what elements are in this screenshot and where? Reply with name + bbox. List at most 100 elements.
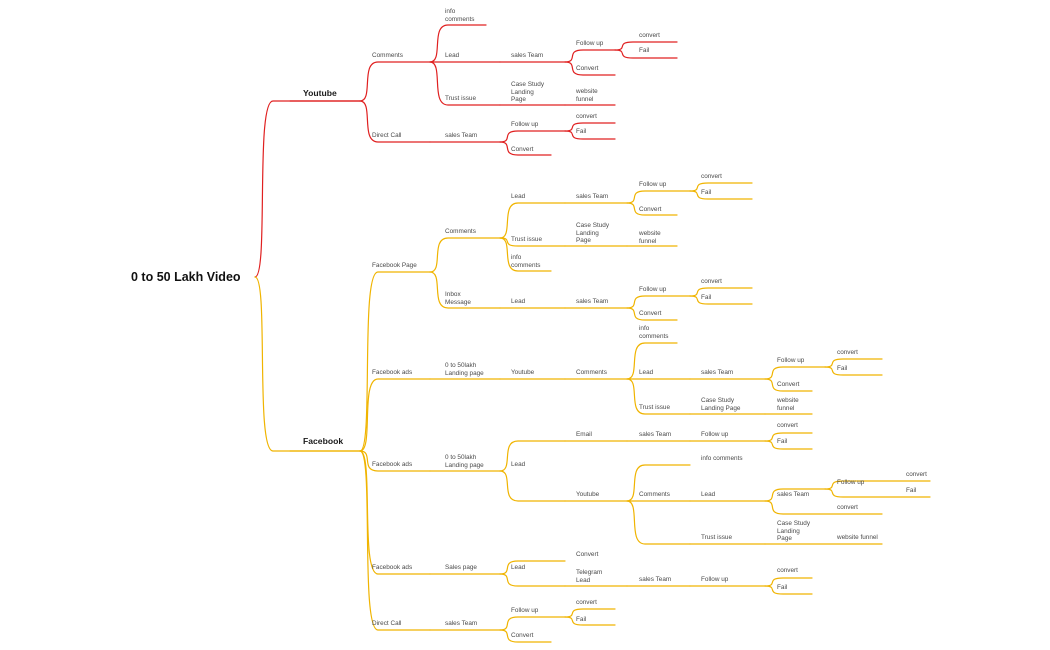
connector-line	[429, 271, 501, 309]
fb-ads2-trust-issue[interactable]: Trust issue	[701, 534, 733, 541]
fb-ads2-website-funnel[interactable]: website funnel	[837, 534, 878, 541]
yt-sales-team[interactable]: sales Team	[511, 52, 544, 59]
fb-ads1-landing[interactable]: 0 to 50lakh Landing page	[445, 362, 484, 377]
fb-dc-fail[interactable]: Fail	[576, 616, 587, 623]
fb-page-inbox-sales-team[interactable]: sales Team	[576, 298, 609, 305]
fb-page-sales-team[interactable]: sales Team	[576, 193, 609, 200]
yt-dc-convert-b[interactable]: Convert	[511, 146, 534, 153]
topic-facebook[interactable]: Facebook	[303, 436, 344, 446]
fb-ads3[interactable]: Facebook ads	[372, 564, 413, 571]
fb-ads2-email-fail[interactable]: Fail	[777, 438, 788, 445]
fb-ads2-landing[interactable]: 0 to 50lakh Landing page	[445, 454, 484, 469]
yt-website-funnel[interactable]: website funnel	[576, 88, 598, 103]
fb-ads1-youtube[interactable]: Youtube	[511, 369, 535, 376]
fb-page-info-comments[interactable]: info comments	[511, 254, 541, 269]
fb-ads2-yt-fail[interactable]: Fail	[906, 487, 917, 494]
fb-direct-call[interactable]: Direct Call	[372, 620, 402, 627]
fb-ads2-email-follow-up[interactable]: Follow up	[701, 431, 729, 438]
fb-page-lead[interactable]: Lead	[511, 193, 526, 200]
fb-page-inbox-convert-a[interactable]: convert	[701, 278, 722, 285]
fb-ads2-yt-sales-team[interactable]: sales Team	[777, 491, 810, 498]
fb-ads2-yt-convert-a[interactable]: convert	[906, 471, 927, 478]
yt-convert-b[interactable]: Convert	[576, 65, 599, 72]
yt-dc-convert-a[interactable]: convert	[576, 113, 597, 120]
root-to-facebook	[254, 276, 361, 452]
yt-info-comments[interactable]: info comments	[445, 8, 475, 23]
yt-dc-sales-team[interactable]: sales Team	[445, 132, 478, 139]
fb-ads3-sales-team[interactable]: sales Team	[639, 576, 672, 583]
fb-dc-sales-team[interactable]: sales Team	[445, 620, 478, 627]
fb-ads2-yt-follow-up[interactable]: Follow up	[837, 479, 865, 486]
fb-page-inbox[interactable]: Inbox Message	[445, 291, 471, 306]
fb-ads2-info-comments[interactable]: info comments	[701, 455, 743, 462]
topic-youtube[interactable]: Youtube	[303, 88, 337, 98]
fb-ads2-case-study[interactable]: Case Study Landing Page	[777, 520, 811, 543]
yt-convert-a[interactable]: convert	[639, 32, 660, 39]
fb-ads2-comments[interactable]: Comments	[639, 491, 670, 498]
fb-page-trust-issue[interactable]: Trust issue	[511, 236, 543, 243]
connector-line	[764, 440, 813, 450]
connector-line	[499, 470, 566, 502]
fb-ads2-email-convert[interactable]: convert	[777, 422, 798, 429]
yt-comments[interactable]: Comments	[372, 52, 403, 59]
connector-line	[626, 500, 691, 545]
fb-ads1-trust-issue[interactable]: Trust issue	[639, 404, 671, 411]
yt-fail[interactable]: Fail	[639, 47, 650, 54]
connector-line	[429, 61, 501, 106]
connector-line	[626, 378, 691, 415]
fb-page-website-funnel[interactable]: website funnel	[639, 230, 661, 245]
yt-trust-issue[interactable]: Trust issue	[445, 95, 477, 102]
fb-ads1-convert-b[interactable]: Convert	[777, 381, 800, 388]
fb-ads2-yt-lead[interactable]: Lead	[701, 491, 716, 498]
fb-ads2-lead[interactable]: Lead	[511, 461, 526, 468]
yt-direct-call[interactable]: Direct Call	[372, 132, 402, 139]
fb-ads3-follow-up[interactable]: Follow up	[701, 576, 729, 583]
yt-case-study[interactable]: Case Study Landing Page	[511, 81, 545, 104]
fb-ads3-fail[interactable]: Fail	[777, 584, 788, 591]
fb-ads2-youtube[interactable]: Youtube	[576, 491, 600, 498]
fb-dc-follow-up[interactable]: Follow up	[511, 607, 539, 614]
fb-ads2-yt-convert-b[interactable]: convert	[837, 504, 858, 511]
connector-line	[564, 49, 616, 63]
fb-page[interactable]: Facebook Page	[372, 262, 417, 269]
fb-ads1-info-comments[interactable]: info comments	[639, 325, 669, 340]
fb-ads1-sales-team[interactable]: sales Team	[701, 369, 734, 376]
connector-line	[614, 49, 678, 59]
fb-page-comments[interactable]: Comments	[445, 228, 476, 235]
fb-dc-convert-b[interactable]: Convert	[511, 632, 534, 639]
fb-ads1-case-study[interactable]: Case Study Landing Page	[701, 397, 741, 412]
fb-ads2-email[interactable]: Email	[576, 431, 592, 438]
fb-page-convert-a[interactable]: convert	[701, 173, 722, 180]
fb-ads1-convert-a[interactable]: convert	[837, 349, 858, 356]
fb-ads1-follow-up[interactable]: Follow up	[777, 357, 805, 364]
fb-ads3-sales-page[interactable]: Sales page	[445, 564, 477, 571]
fb-ads2[interactable]: Facebook ads	[372, 461, 413, 468]
fb-page-convert-b[interactable]: Convert	[639, 206, 662, 213]
yt-dc-fail[interactable]: Fail	[576, 128, 587, 135]
fb-ads1-website-funnel[interactable]: website funnel	[777, 397, 799, 412]
connector-line	[764, 366, 826, 380]
fb-page-fail[interactable]: Fail	[701, 189, 712, 196]
fb-page-inbox-follow-up[interactable]: Follow up	[639, 286, 667, 293]
connector-line	[764, 488, 826, 502]
fb-ads1-fail[interactable]: Fail	[837, 365, 848, 372]
fb-page-inbox-convert-b[interactable]: Convert	[639, 310, 662, 317]
fb-page-inbox-lead[interactable]: Lead	[511, 298, 526, 305]
fb-ads1[interactable]: Facebook ads	[372, 369, 413, 376]
connector-line	[499, 560, 566, 575]
root-topic[interactable]: 0 to 50 Lakh Video	[131, 270, 241, 284]
fb-page-inbox-fail[interactable]: Fail	[701, 294, 712, 301]
fb-ads3-convert-a[interactable]: convert	[777, 567, 798, 574]
fb-ads2-email-sales-team[interactable]: sales Team	[639, 431, 672, 438]
yt-follow-up[interactable]: Follow up	[576, 40, 604, 47]
fb-page-case-study[interactable]: Case Study Landing Page	[576, 222, 610, 245]
fb-ads3-telegram[interactable]: Telegram Lead	[576, 569, 603, 584]
yt-dc-follow-up[interactable]: Follow up	[511, 121, 539, 128]
yt-lead[interactable]: Lead	[445, 52, 460, 59]
fb-ads1-lead[interactable]: Lead	[639, 369, 654, 376]
fb-ads1-comments[interactable]: Comments	[576, 369, 607, 376]
fb-ads3-lead[interactable]: Lead	[511, 564, 526, 571]
fb-page-follow-up[interactable]: Follow up	[639, 181, 667, 188]
fb-dc-convert-a[interactable]: convert	[576, 599, 597, 606]
fb-ads3-convert[interactable]: Convert	[576, 551, 599, 558]
